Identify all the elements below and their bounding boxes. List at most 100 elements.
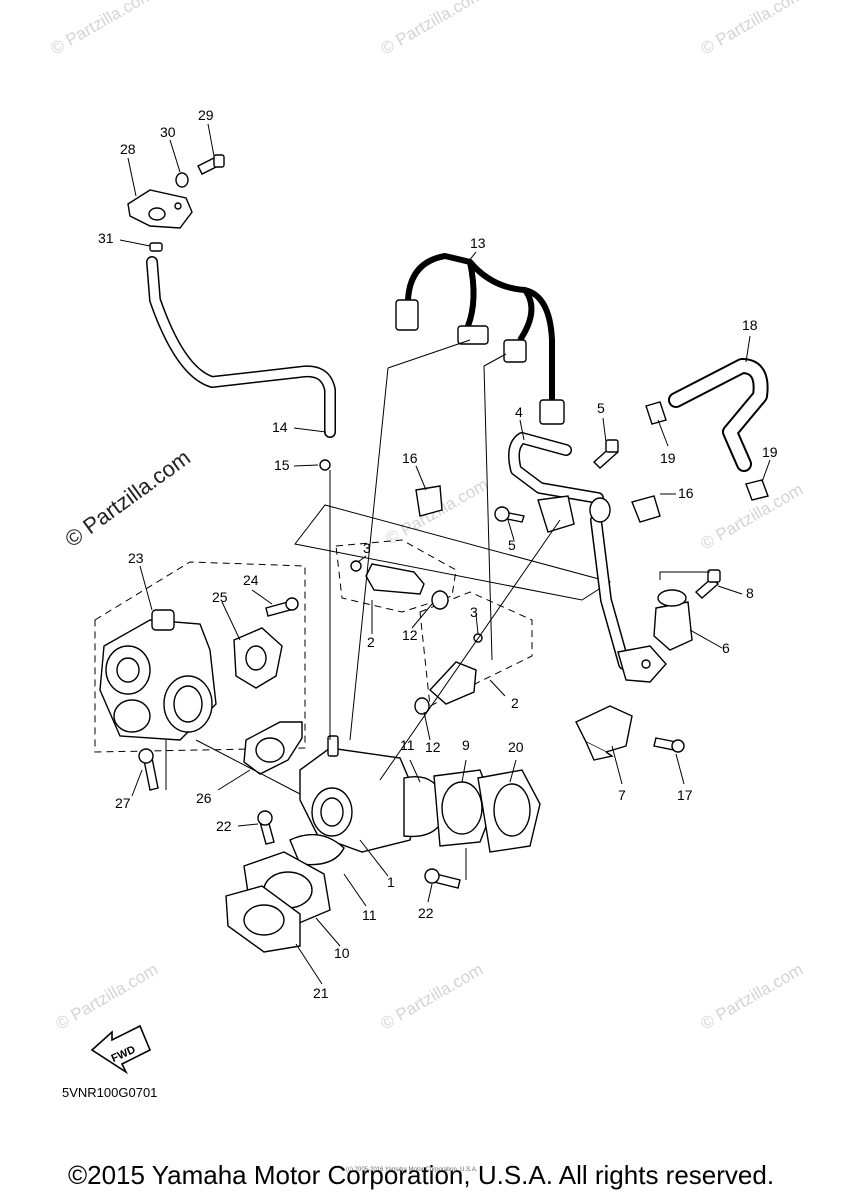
callout-11: 11 — [362, 907, 377, 923]
callout-29: 29 — [198, 107, 214, 123]
leader-line — [131, 769, 143, 797]
hose-clip-19 — [745, 479, 769, 501]
throttle-body-bore-inner — [320, 797, 344, 827]
joint-9-bore — [441, 781, 483, 835]
assembly-box-2-upper — [335, 539, 457, 613]
callout-3: 3 — [470, 604, 478, 620]
gasket-26-hole — [255, 737, 285, 763]
drawing-code: 5VNR100G0701 — [62, 1085, 157, 1100]
regulator-cap — [657, 589, 687, 607]
callout-8: 8 — [746, 585, 754, 601]
callout-23: 23 — [128, 550, 144, 566]
o-ring-11-lower — [289, 833, 345, 866]
callout-5: 5 — [597, 400, 605, 416]
callout-2: 2 — [367, 634, 375, 650]
callout-16: 16 — [678, 485, 694, 501]
harness-connector — [503, 339, 527, 363]
leader-line — [359, 839, 389, 877]
callout-16: 16 — [402, 450, 418, 466]
joint-20-bore — [493, 783, 531, 837]
callout-12: 12 — [402, 627, 418, 643]
leader-line — [293, 464, 319, 467]
harness-connector — [395, 299, 419, 331]
leader-line — [207, 123, 215, 157]
leader-line — [217, 769, 251, 791]
callout-11: 11 — [400, 737, 415, 753]
gasket-21-hole — [243, 904, 285, 936]
leader-line — [423, 711, 431, 741]
callout-3: 3 — [363, 540, 371, 556]
leader-line — [415, 465, 427, 491]
leader-line — [717, 585, 743, 595]
callout-18: 18 — [742, 317, 758, 333]
pressure-regulator-group — [653, 569, 721, 651]
tps-sensor-face — [245, 645, 267, 671]
fwd-arrow: FWD — [90, 1024, 152, 1075]
fuel-rail-bracket — [537, 495, 575, 533]
throttle-sensor-assembly — [99, 597, 299, 741]
callout-19: 19 — [762, 444, 778, 460]
leader-line — [483, 365, 493, 661]
throttle-top-boss — [151, 609, 175, 631]
small-copyright: (c) 2005-2016 Yamaha Motor Corporation, … — [346, 1167, 478, 1173]
seal-12-lower — [414, 697, 430, 715]
leader-line — [127, 157, 137, 197]
bolt-8 — [694, 577, 720, 599]
leader-lines — [119, 123, 771, 985]
callout-9: 9 — [462, 737, 470, 753]
callout-4: 4 — [515, 404, 523, 420]
clip-16 — [631, 495, 661, 523]
hose-clip — [149, 242, 163, 252]
clip-3 — [350, 560, 362, 572]
throttle-pulley — [113, 699, 151, 733]
throttle-drum-inner — [116, 657, 140, 683]
bolt-22-head — [257, 810, 273, 826]
map-sensor-mount-hole — [174, 202, 182, 210]
map-sensor-group — [127, 154, 336, 471]
leader-line — [251, 589, 273, 605]
harness-connector — [539, 399, 565, 425]
leader-line — [409, 759, 421, 783]
leader-line — [745, 335, 751, 363]
flange-hole — [641, 659, 651, 669]
bracket-group — [575, 705, 685, 761]
pressure-regulator — [653, 601, 693, 651]
wire-harness-group — [395, 252, 565, 425]
callout-28: 28 — [120, 141, 136, 157]
leader-line — [195, 739, 301, 795]
callout-19: 19 — [660, 450, 676, 466]
callout-1: 1 — [387, 874, 395, 890]
fuel-rail-group — [415, 432, 667, 683]
bolt-head — [213, 154, 225, 168]
leader-line — [657, 419, 669, 447]
leader-line — [349, 367, 389, 741]
leader-line — [507, 519, 515, 541]
watermark-main: © Partzilla.com — [60, 445, 195, 552]
leader-line — [427, 883, 433, 903]
leader-line — [509, 759, 517, 783]
throttle-bore-inner — [173, 685, 203, 723]
leader-line — [379, 519, 561, 781]
washer — [175, 172, 189, 188]
copyright-footer: ©2015 Yamaha Motor Corporation, U.S.A. A… — [67, 1160, 775, 1190]
hose-clamp-15 — [319, 459, 331, 471]
leader-line — [293, 427, 327, 433]
leader-line — [602, 417, 607, 443]
bolt-27-head — [138, 748, 154, 764]
bolt-17-head — [671, 739, 685, 753]
callout-27: 27 — [115, 795, 131, 811]
callout-10: 10 — [334, 945, 350, 961]
leader-line — [169, 139, 181, 173]
callout-13: 13 — [470, 235, 486, 251]
callout-labels: 29 30 28 31 13 18 5 4 14 19 19 16 15 16 … — [98, 107, 778, 1001]
leader-line — [221, 601, 241, 641]
injector-rail-plane — [294, 504, 612, 601]
callout-5: 5 — [508, 537, 516, 553]
watermark-text: © Partzilla.com — [698, 960, 807, 1034]
harness-wire — [517, 288, 535, 342]
harness-connector — [457, 325, 489, 345]
leader-line — [483, 353, 507, 367]
fuel-hose-group — [645, 358, 769, 501]
bracket-7 — [575, 705, 633, 753]
harness-wire — [405, 252, 555, 402]
